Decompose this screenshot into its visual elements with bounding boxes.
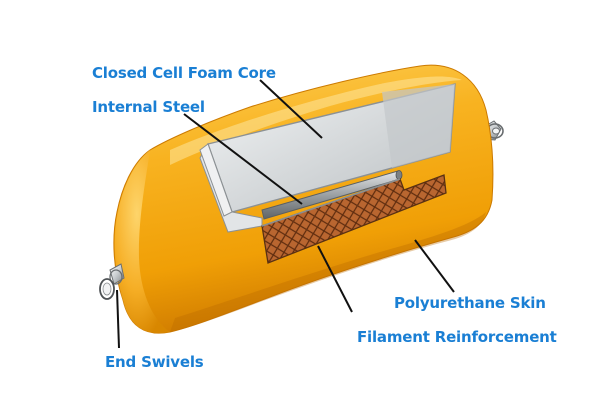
leader-foam-core [259, 79, 323, 139]
leader-skin [414, 239, 455, 293]
label-end-swivels: End Swivels [105, 353, 204, 371]
foam-core-interior [382, 84, 455, 168]
leader-filament [317, 245, 353, 313]
mesh-top-edge [261, 178, 401, 227]
label-polyurethane-skin: Polyurethane Skin [394, 294, 546, 312]
label-internal-steel: Internal Steel [92, 98, 205, 116]
internal-steel-end [395, 170, 403, 180]
leader-end-swivels [116, 289, 120, 349]
leader-internal-steel [183, 113, 303, 205]
body-shadow [170, 212, 486, 332]
left-swivel-ring [99, 278, 115, 300]
foam-rim-left [199, 143, 233, 217]
leader-lines [116, 79, 455, 349]
left-end-cap [114, 150, 170, 334]
label-foam-core: Closed Cell Foam Core [92, 64, 276, 82]
left-swivel-icon [99, 263, 125, 300]
label-filament-reinforcement: Filament Reinforcement [357, 328, 557, 346]
